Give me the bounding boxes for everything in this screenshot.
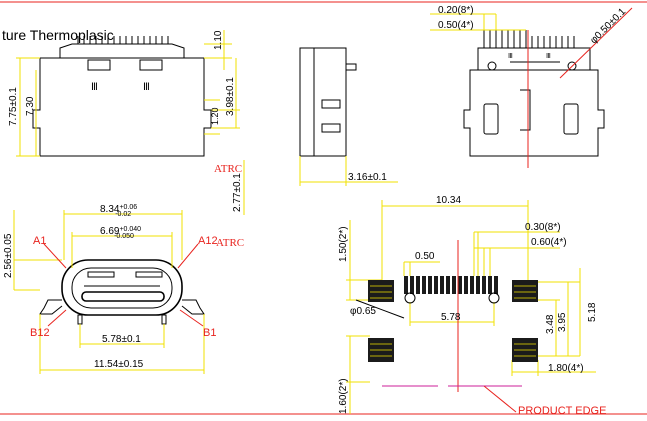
side-slot-2 xyxy=(321,123,341,133)
top-left-pin-glyph-left: Ⅲ xyxy=(91,82,98,93)
pitch-dim-label: 0.20(8*) xyxy=(438,5,474,16)
front-contact-right xyxy=(135,271,163,278)
front-foot-left xyxy=(39,299,63,315)
label-a1: A1 xyxy=(33,235,46,247)
side-slot-1 xyxy=(321,99,341,109)
product-edge-label: PRODUCT EDGE xyxy=(518,405,606,417)
header-title-fragment: ture Thermoplasic xyxy=(2,27,114,43)
top-left-latch-left xyxy=(87,59,111,71)
front-contact-left xyxy=(87,271,115,278)
side-atrc-dim-label: 2.77±0.1 xyxy=(232,173,243,212)
front-pin-right xyxy=(161,314,167,325)
front-foot-right xyxy=(181,299,205,315)
pin-gap-label: 1.20 xyxy=(210,107,220,125)
front-tongue xyxy=(81,291,165,302)
dim-518-label: 5.18 xyxy=(587,302,598,322)
pad-width-8-label: 0.30(8*) xyxy=(525,222,561,233)
footprint-hole-right xyxy=(488,292,500,304)
top-left-view: Ⅲ Ⅲ 7.75±0.1 7.30 1.10 3.98±0.1 1.20 xyxy=(8,30,240,157)
top-right-shell xyxy=(477,47,591,70)
front-view: 8.34+0.06-0.02 6.69+0.040-0.050 2.56±0.0… xyxy=(3,204,244,374)
foot-spacing-label: 5.78±0.1 xyxy=(102,334,141,345)
top-left-shell xyxy=(59,43,185,58)
footprint-view: 10.34 0.30(8*) 0.60(4*) 0.50 1.50(2*) φ0… xyxy=(338,195,606,417)
side-body-outline xyxy=(299,47,347,157)
pad-hatching xyxy=(370,285,536,357)
top-right-latch-left xyxy=(483,103,499,135)
total-width-label: 11.54±0.15 xyxy=(94,359,144,370)
inner-width-tol-lower: -0.050 xyxy=(114,233,134,240)
label-b1: B1 xyxy=(203,327,216,339)
label-b12: B12 xyxy=(30,327,50,339)
overall-width-main: 8.34+0.06-0.02 xyxy=(100,204,137,218)
hole-leader-line xyxy=(559,7,633,79)
front-pin-left xyxy=(77,314,83,325)
pad-height-label: 1.50(2*) xyxy=(338,226,349,262)
pin-height-label: 3.98±0.1 xyxy=(225,77,236,116)
side-atrc-label: ATRC xyxy=(214,163,242,175)
overall-height-label: 7.75±0.1 xyxy=(8,87,19,126)
overall-width-tol-upper: +0.06 xyxy=(119,204,137,211)
top-left-latch-right xyxy=(139,59,163,71)
side-depth-label: 3.16±0.1 xyxy=(348,172,387,183)
top-right-pin-glyph-right: Ⅲ xyxy=(546,53,551,60)
top-right-pin-glyph-left: Ⅲ xyxy=(508,53,513,60)
overall-width-tol-lower: -0.02 xyxy=(115,211,131,218)
bottom-height-label: 1.60(2*) xyxy=(338,378,349,414)
label-a12: A12 xyxy=(198,235,218,247)
front-outer-shell xyxy=(61,259,183,316)
top-side-view: 3.16±0.1 ATRC 2.77±0.1 xyxy=(214,47,398,215)
footprint-total-width-label: 10.34 xyxy=(436,195,461,206)
hole-dim-label: φ0.50±0.1 xyxy=(588,6,628,46)
front-atrc-label: ATRC xyxy=(216,237,244,249)
hole-diameter-label: φ0.65 xyxy=(350,306,376,317)
pitch-label: 0.50 xyxy=(415,251,435,262)
hole-spacing-label: 5.78 xyxy=(441,312,461,323)
top-right-body-outline xyxy=(463,69,605,157)
overall-width-value: 8.34 xyxy=(100,204,120,215)
top-left-pin-glyph-right: Ⅲ xyxy=(143,82,150,93)
top-right-center-notch xyxy=(520,89,531,131)
front-height-label: 2.56±0.05 xyxy=(3,233,14,278)
inner-width-value: 6.69 xyxy=(100,226,120,237)
dim-348-label: 3.48 xyxy=(545,314,556,334)
top-right-peg-left xyxy=(487,61,497,71)
dim-395-label: 3.95 xyxy=(557,312,568,332)
shell-top-label: 1.10 xyxy=(213,30,224,50)
inner-width-tol-upper: +0.040 xyxy=(119,226,141,233)
front-inner-shell xyxy=(71,267,173,309)
top-right-view: Ⅲ Ⅲ 0.20(8*) 0.50(4*) φ0.50±0.1 xyxy=(430,5,633,168)
footprint-hole-left xyxy=(404,292,416,304)
signal-pad-row xyxy=(404,276,498,294)
product-edge-leader xyxy=(483,385,517,413)
footprint-pad-top-right xyxy=(512,280,538,302)
pad-size-label: 1.80(4*) xyxy=(548,363,584,374)
footprint-pad-top-left xyxy=(368,280,394,302)
top-left-pins xyxy=(77,36,169,44)
pin-width-dim-label: 0.50(4*) xyxy=(438,20,474,31)
body-height-label: 7.30 xyxy=(25,96,36,116)
top-right-peg-right xyxy=(567,61,577,71)
top-right-pins xyxy=(483,30,575,48)
pad-width-4-label: 0.60(4*) xyxy=(531,237,567,248)
top-left-body-outline xyxy=(32,57,212,157)
top-right-latch-right xyxy=(563,103,579,135)
side-tab xyxy=(346,63,357,71)
inner-width-main: 6.69+0.040-0.050 xyxy=(100,226,141,240)
